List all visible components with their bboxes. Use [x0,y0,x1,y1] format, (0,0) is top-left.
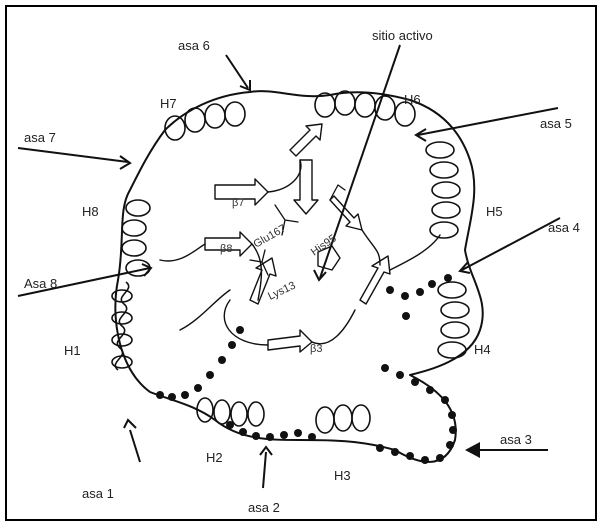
label-h7: H7 [160,96,177,111]
label-asa-1: asa 1 [82,486,114,501]
label-h4: H4 [474,342,491,357]
label-glu167: Glu167 [252,222,289,250]
label-asa-8: Asa 8 [24,276,57,291]
helix-h3 [316,405,370,433]
label-asa-6: asa 6 [178,38,210,53]
label-h8: H8 [82,204,99,219]
helix-h6 [315,91,415,126]
helix-h5 [426,142,460,238]
label-h6: H6 [404,92,421,107]
label-h1: H1 [64,343,81,358]
asa-4-arrow [460,218,560,273]
pointer-arrows [18,45,560,488]
label-h2: H2 [206,450,223,465]
label-b8: β8 [220,243,232,255]
loop-dots [156,274,457,464]
beta-sheet [205,124,390,352]
label-asa-3: asa 3 [500,432,532,447]
label-asa-5: asa 5 [540,116,572,131]
label-h3: H3 [334,468,351,483]
asa-2-arrow [260,447,272,488]
asa-1-arrow [124,420,140,462]
label-b3: β3 [310,343,322,355]
label-lys13: Lys13 [266,280,297,303]
label-asa-7: asa 7 [24,130,56,145]
label-b7: β7 [232,197,244,209]
label-asa-4: asa 4 [548,220,580,235]
helix-h7 [165,102,245,140]
helix-h4 [438,282,469,358]
label-h5: H5 [486,204,503,219]
asa-6-arrow [226,55,250,90]
asa-3-arrowhead [465,442,480,458]
asa-7-arrow [18,148,130,169]
label-asa-2: asa 2 [248,500,280,515]
label-sitio-activo: sitio activo [372,28,433,43]
